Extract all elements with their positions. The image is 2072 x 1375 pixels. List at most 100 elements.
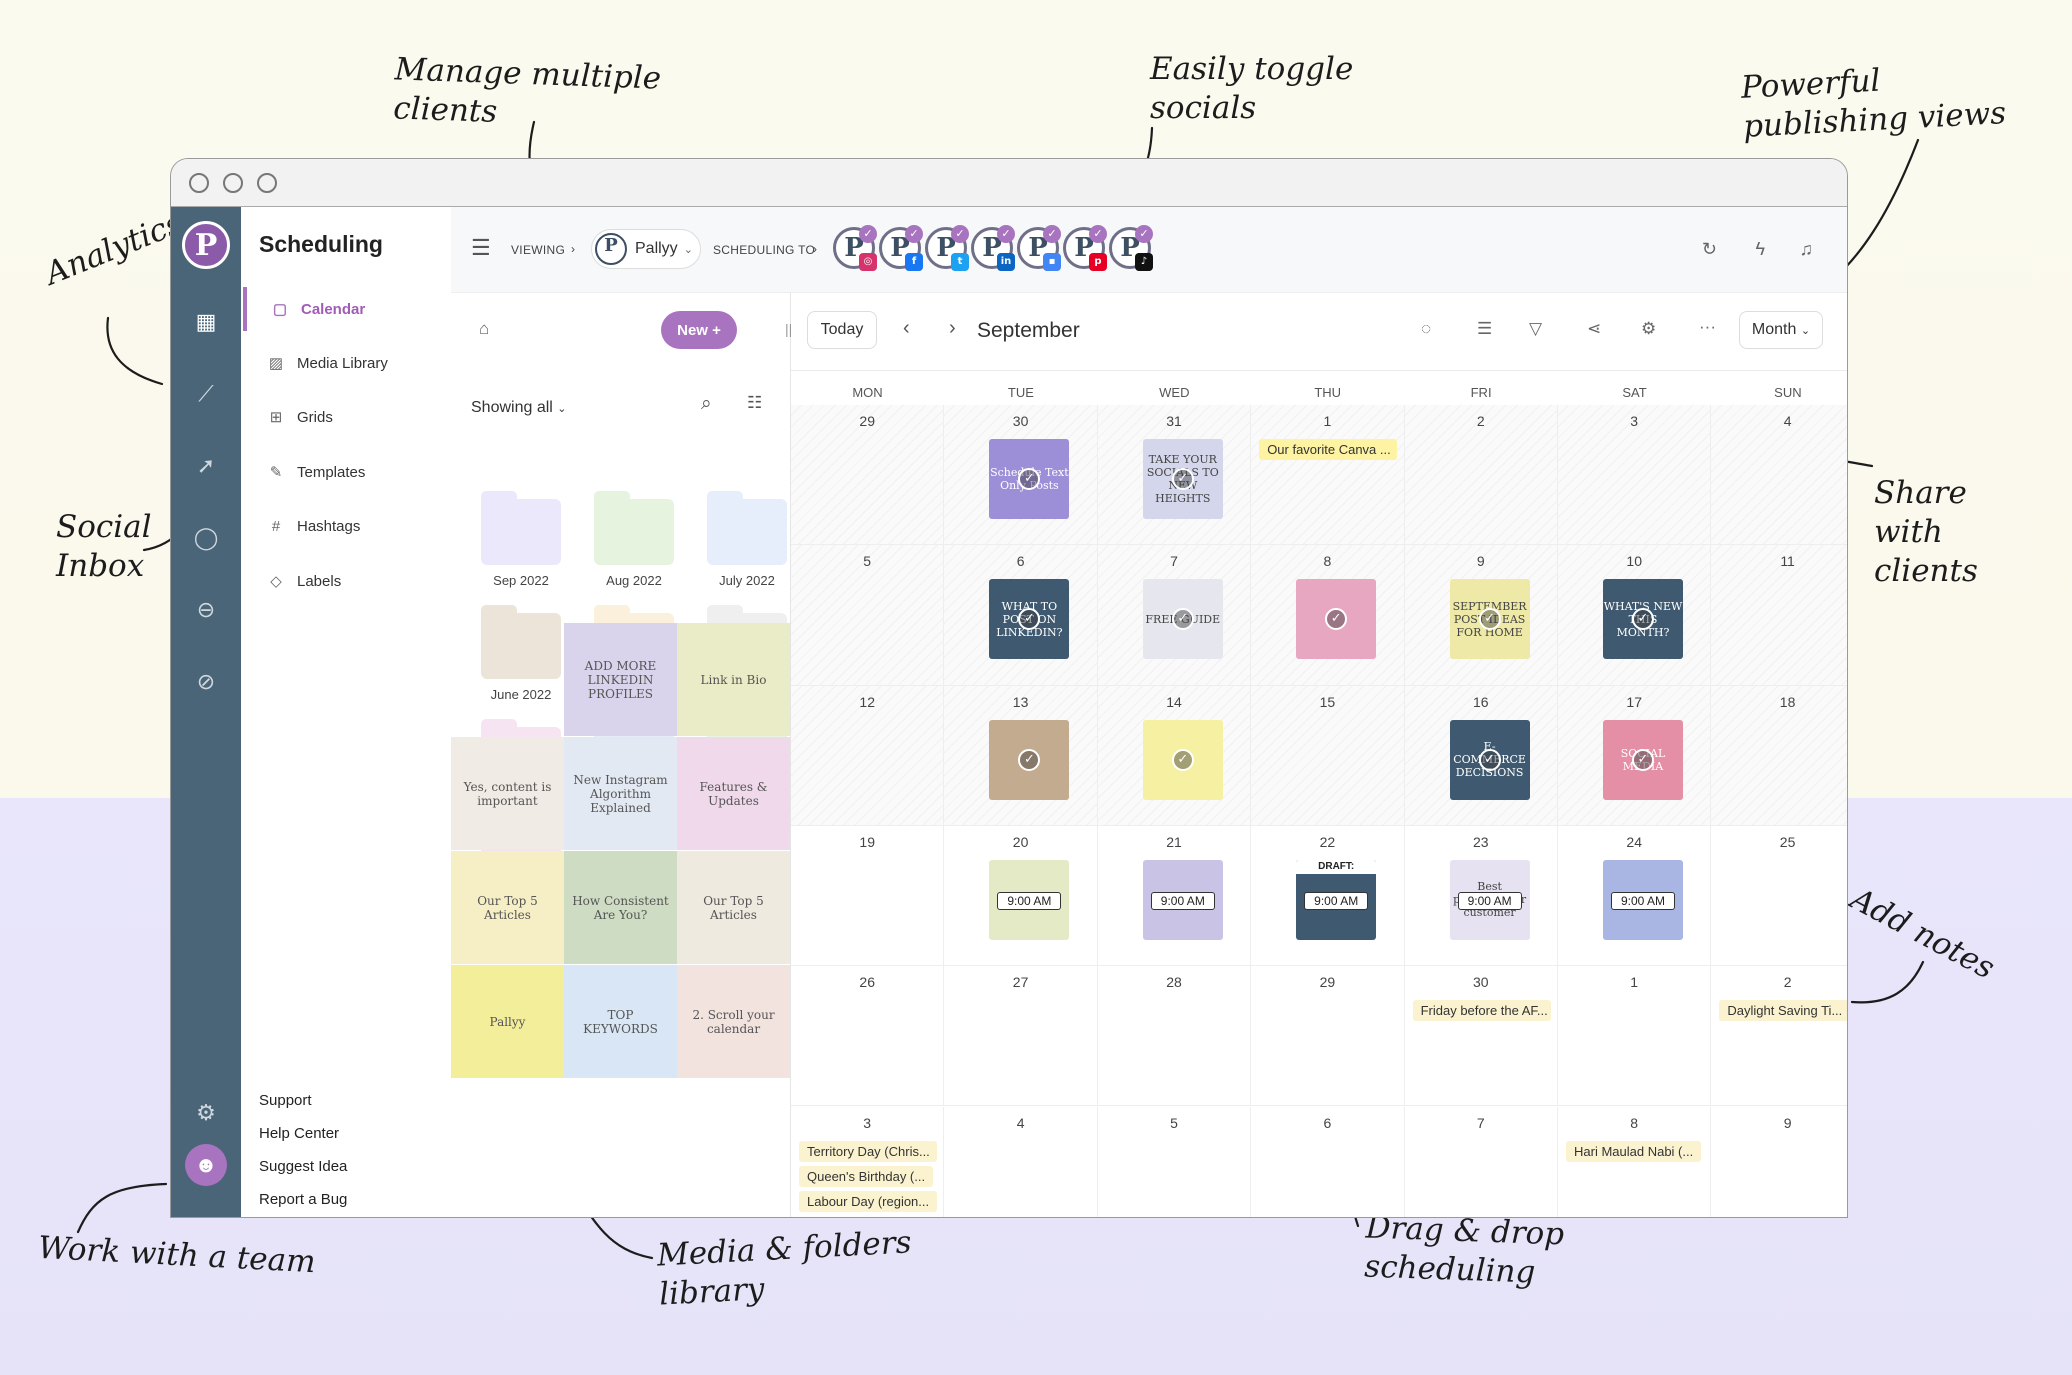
filter-dropdown[interactable]: Showing all ⌄ <box>471 399 567 417</box>
folder-icon[interactable] <box>594 491 674 565</box>
nav-item-media-library[interactable]: ▨Media Library <box>243 341 451 385</box>
calendar-day-cell[interactable]: 19 <box>791 825 945 967</box>
scheduled-post[interactable]: 9:00 AM <box>1603 859 1683 940</box>
calendar-day-cell[interactable]: 14✓ <box>1097 685 1252 826</box>
nav-item-grids[interactable]: ⊞Grids <box>243 395 451 439</box>
chevron-left-icon[interactable]: ‹ <box>903 317 910 339</box>
scheduled-post[interactable]: Schedule Text Only Posts✓ <box>989 439 1070 519</box>
new-button[interactable]: New + <box>661 311 737 349</box>
folder-icon[interactable] <box>481 491 561 565</box>
scheduled-post[interactable]: ✓ <box>989 719 1070 800</box>
settings-icon[interactable]: ⚙ <box>1641 319 1657 338</box>
media-thumbnail[interactable]: Yes, content is important <box>451 737 564 850</box>
scheduled-post[interactable]: FREE GUIDE✓ <box>1142 579 1223 660</box>
view-selector[interactable]: Month ⌄ <box>1739 311 1823 349</box>
share-icon[interactable]: ⋖ <box>1587 319 1602 338</box>
support-link[interactable]: Support <box>259 1092 312 1109</box>
calendar-day-cell[interactable]: 11 <box>1711 545 1847 686</box>
calendar-note[interactable]: Territory Day (Chris... <box>799 1140 937 1162</box>
calendar-day-cell[interactable]: 13✓ <box>944 685 1098 826</box>
media-thumbnail[interactable]: Our Top 5 Articles <box>677 851 790 964</box>
chat-icon[interactable]: ◯ <box>193 525 219 550</box>
refresh-icon[interactable]: ↻ <box>1701 239 1717 259</box>
calendar-note[interactable]: Friday before the AF... <box>1412 1000 1551 1022</box>
scheduled-post[interactable]: ✓ <box>1142 719 1223 800</box>
calendar-day-cell[interactable]: 5 <box>791 545 945 686</box>
team-icon[interactable]: ☻ <box>185 1144 227 1186</box>
calendar-day-cell[interactable]: 29 <box>1251 966 1405 1107</box>
media-thumbnail[interactable]: Pallyy <box>451 965 564 1078</box>
pallyy-logo[interactable]: P <box>182 221 230 269</box>
suggest-idea-link[interactable]: Suggest Idea <box>259 1158 348 1175</box>
link-icon[interactable]: ⊖ <box>196 597 216 622</box>
social-account-instagram[interactable]: P✓◎ <box>833 225 877 271</box>
calendar-day-cell[interactable]: 4 <box>944 1106 1098 1217</box>
nav-item-calendar[interactable]: ▢Calendar <box>243 287 451 331</box>
calendar-day-cell[interactable]: 7 <box>1404 1106 1558 1217</box>
scheduled-post[interactable]: ✓ <box>1296 579 1377 660</box>
today-button[interactable]: Today <box>807 311 877 349</box>
social-account-twitter[interactable]: P✓t <box>925 225 969 271</box>
media-thumbnail[interactable]: ADD MORE LINKEDIN PROFILES <box>564 623 677 736</box>
calendar-day-cell[interactable]: 25 <box>1711 825 1847 967</box>
nav-item-labels[interactable]: ◇Labels <box>243 559 451 603</box>
calendar-day-cell[interactable]: 26 <box>791 966 945 1107</box>
scheduled-post[interactable]: 9:00 AM <box>989 859 1070 940</box>
window-minimize-button[interactable] <box>223 173 243 193</box>
filter-icon[interactable]: ▽ <box>1529 319 1543 338</box>
more-icon[interactable]: ··· <box>1699 317 1716 336</box>
media-thumbnail[interactable]: Link in Bio <box>677 623 790 736</box>
nav-item-hashtags[interactable]: #Hashtags <box>243 504 451 548</box>
calendar-day-cell[interactable]: 12 <box>791 685 945 826</box>
calendar-note[interactable]: Labour Day (region... <box>799 1190 937 1212</box>
scheduled-post[interactable]: 9:00 AM <box>1142 859 1223 940</box>
calendar-note[interactable]: Our favorite Canva ... <box>1259 439 1398 460</box>
calendar-day-cell[interactable]: 29 <box>791 405 945 546</box>
calendar-day-cell[interactable]: 1 <box>1558 966 1712 1107</box>
calendar-day-cell[interactable]: 2 <box>1404 405 1558 546</box>
help-center-link[interactable]: Help Center <box>259 1125 340 1142</box>
calendar-day-cell[interactable]: 4 <box>1711 405 1847 546</box>
social-account-gmb[interactable]: P✓▪ <box>1017 225 1061 271</box>
window-maximize-button[interactable] <box>257 173 277 193</box>
scheduled-post[interactable]: WHAT TODRAFT:9:00 AM <box>1296 859 1377 940</box>
social-account-facebook[interactable]: P✓f <box>879 225 923 271</box>
nav-item-templates[interactable]: ✎Templates <box>243 450 451 494</box>
home-icon[interactable]: ⌂ <box>479 319 490 338</box>
compass-icon[interactable]: ⊘ <box>196 669 216 694</box>
calendar-note[interactable]: Hari Maulad Nabi (... <box>1566 1140 1702 1162</box>
scheduled-post[interactable]: SOCIAL MEDIA✓ <box>1603 719 1683 800</box>
calendar-day-cell[interactable]: 27 <box>944 966 1098 1107</box>
send-icon[interactable]: ➚ <box>196 453 216 478</box>
calendar-day-cell[interactable]: 22WHAT TODRAFT:9:00 AM <box>1251 825 1405 967</box>
media-thumbnail[interactable]: How Consistent Are You? <box>564 851 677 964</box>
media-thumbnail[interactable]: Features & Updates <box>677 737 790 850</box>
chevron-right-icon[interactable]: › <box>949 317 956 339</box>
calendar-day-cell[interactable]: 5 <box>1097 1106 1252 1217</box>
scheduled-post[interactable]: WHAT TO POST ON LINKEDIN?✓ <box>989 579 1070 660</box>
media-thumbnail[interactable]: New Instagram Algorithm Explained <box>564 737 677 850</box>
calendar-day-cell[interactable]: 18 <box>1711 685 1847 826</box>
calendar-day-cell[interactable]: 28 <box>1097 966 1252 1107</box>
calendar-note[interactable]: Daylight Saving Ti... <box>1719 1000 1847 1022</box>
analytics-icon[interactable]: ⟋ <box>198 381 214 406</box>
social-account-pinterest[interactable]: P✓p <box>1063 225 1107 271</box>
window-close-button[interactable] <box>189 173 209 193</box>
bolt-icon[interactable]: ϟ <box>1755 239 1765 259</box>
calendar-day-cell[interactable]: 6 <box>1251 1106 1405 1217</box>
scheduled-post[interactable]: E-COMMERCE DECISIONS✓ <box>1449 719 1530 800</box>
